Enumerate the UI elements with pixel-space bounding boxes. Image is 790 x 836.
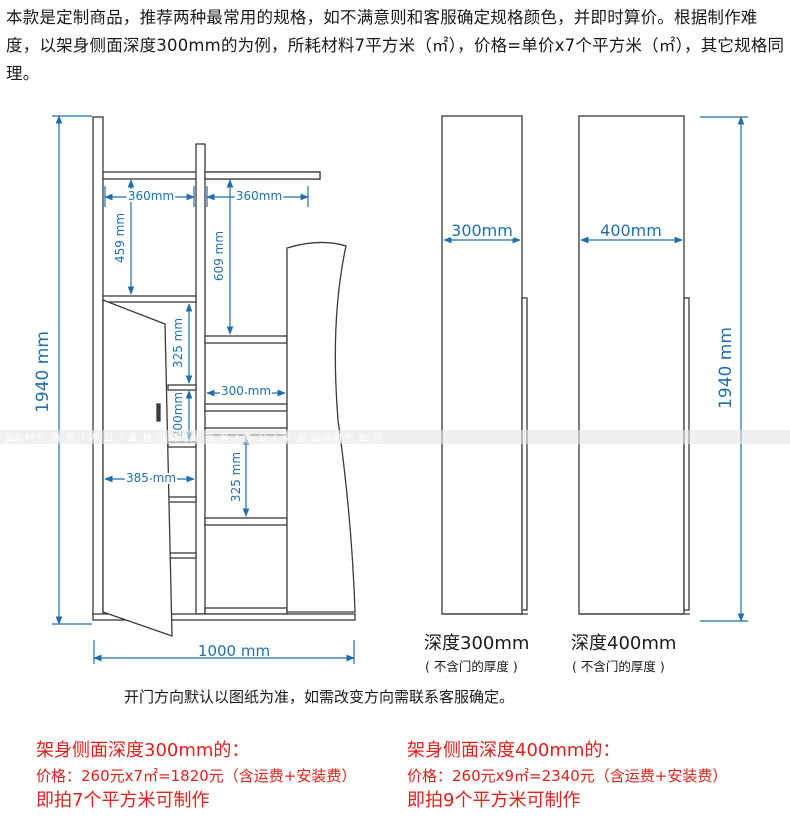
watermark-strip: 品尚时光 商 务 / 办 公 / 家 居 品尚时光 商 务 / 办 公 / 家 … (0, 430, 790, 444)
top-right-width-label: 360mm (236, 189, 282, 203)
side-300-subcaption: ( 不含门的厚度 ) (425, 659, 518, 674)
side-400-door-edge (683, 297, 690, 611)
inner-shelf-1 (167, 384, 197, 391)
door-top-shelf (102, 295, 197, 303)
right-shelf-1 (204, 335, 288, 344)
door-width-label: 385 mm (126, 471, 176, 485)
door-direction-note: 开门方向默认以图纸为准，如需改变方向需联系客服确定。 (124, 688, 515, 706)
pricing-400-price: 价格：260元x9㎡=2340元（含运费+安装费） (407, 767, 728, 785)
inner-shelf-4 (167, 552, 197, 559)
intro-paragraph: 本款是定制商品，推荐两种最常用的规格，如不满意则和客服确定规格颜色，并即时算价。… (6, 8, 785, 83)
side-400-dimension (580, 116, 748, 622)
bottom-base (92, 613, 356, 621)
left-side-panel (92, 116, 104, 616)
mid-height-1-label: 325 mm (171, 318, 185, 368)
pricing-300-price: 价格：260元x7㎡=1820元（含运费+安装费） (36, 767, 357, 785)
side-300-body (441, 115, 523, 615)
pricing-400-heading: 架身侧面深度400mm的： (407, 740, 621, 761)
pricing-400: 架身侧面深度400mm的： 价格：260元x9㎡=2340元（含运费+安装费） … (407, 738, 727, 814)
overall-height-label: 1940 mm (33, 331, 53, 413)
inner-shelf-3 (167, 496, 197, 503)
mid-width-label: 300 mm (221, 384, 271, 398)
right-shelf-4 (204, 517, 288, 526)
center-divider (195, 143, 206, 615)
front-view (92, 116, 356, 637)
side-view-400 (578, 115, 690, 615)
watermark-text: 品尚时光 商 务 / 办 公 / 家 居 品尚时光 商 务 / 办 公 / 家 … (4, 432, 384, 444)
side-400-body (578, 115, 685, 615)
pricing-300: 架身侧面深度300mm的： 价格：260元x7㎡=1820元（含运费+安装费） … (36, 738, 356, 814)
door-handle (156, 403, 161, 422)
mid-height-2-label: 200mm (171, 392, 185, 438)
top-left-height-label: 459 mm (113, 213, 127, 263)
open-door (102, 299, 173, 637)
side-400-depth-label: 400mm (600, 221, 662, 240)
side-400-height-label: 1940 mm (716, 327, 736, 409)
side-300-door-edge (521, 297, 528, 611)
top-right-shelf (204, 171, 321, 180)
curved-panel (286, 241, 356, 613)
right-shelf-2 (204, 403, 288, 412)
pricing-300-heading: 架身侧面深度300mm的： (36, 740, 250, 761)
pricing-400-make: 即拍9个平方米可制作 (407, 790, 581, 811)
top-left-width-label: 360mm (128, 189, 174, 203)
top-right-height-label: 609 mm (212, 231, 226, 281)
side-view-300 (441, 115, 528, 615)
side-300-depth-label: 300mm (451, 221, 513, 240)
lower-height-label: 325 mm (229, 452, 243, 502)
front-dim-labels: 1940 mm 1000 mm 360mm 360mm 459 mm 609 m… (33, 187, 284, 660)
side-300-caption: 深度300mm (424, 633, 530, 654)
pricing-300-make: 即拍7个平方米可制作 (36, 790, 210, 811)
right-shelf-5 (204, 607, 288, 615)
overall-width-label: 1000 mm (198, 642, 270, 660)
side-400-caption: 深度400mm (571, 633, 677, 654)
side-400-subcaption: ( 不含门的厚度 ) (572, 659, 665, 674)
front-dimensions (52, 115, 355, 664)
